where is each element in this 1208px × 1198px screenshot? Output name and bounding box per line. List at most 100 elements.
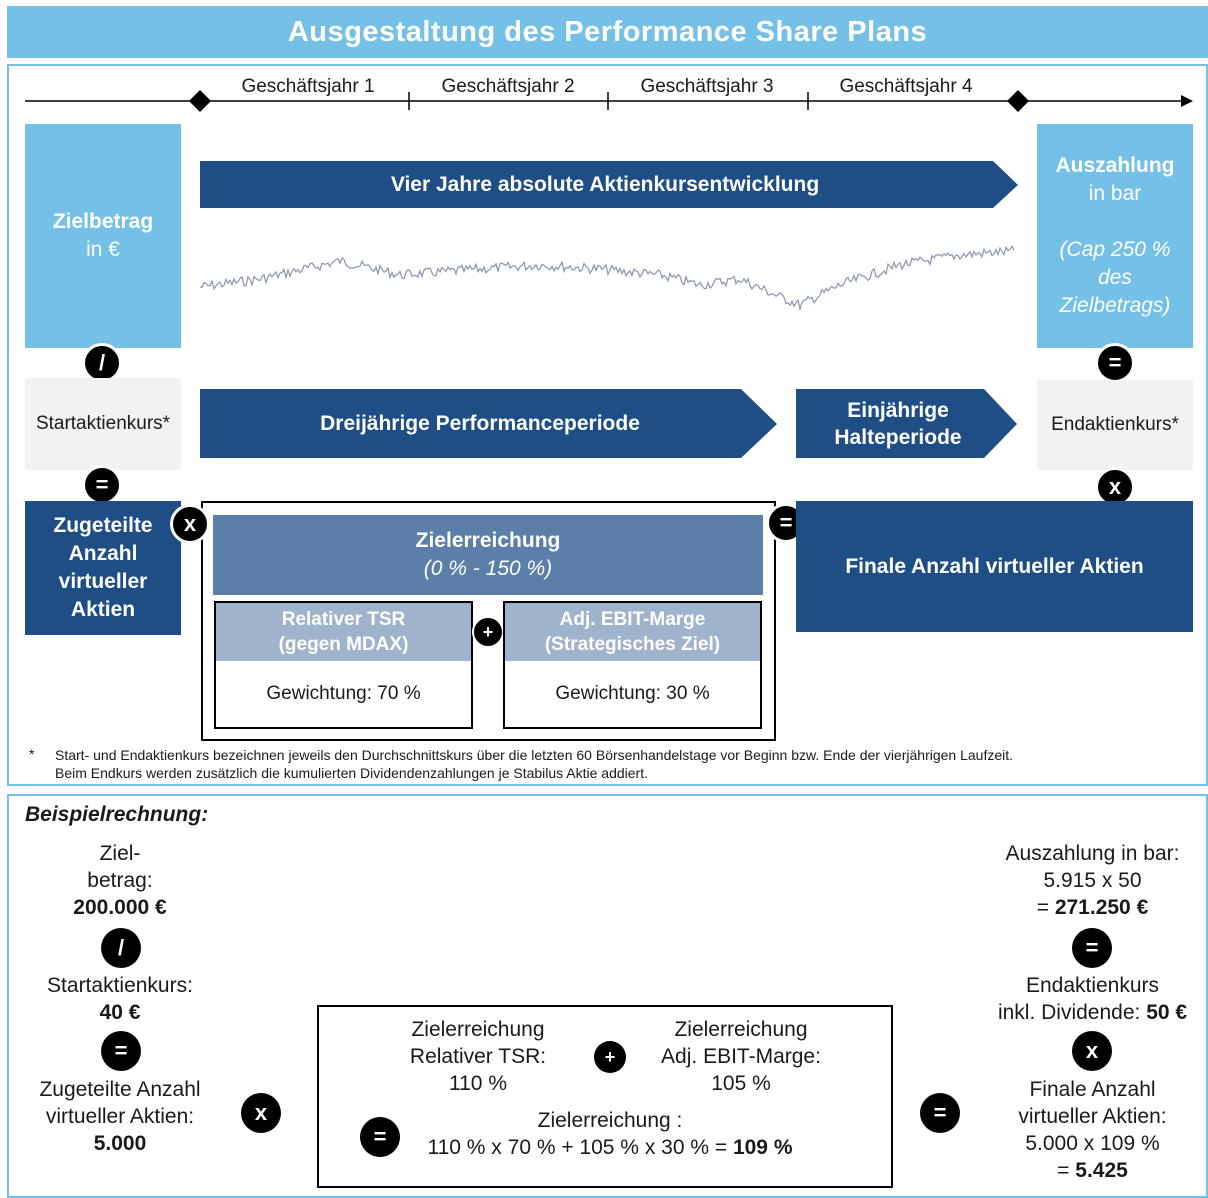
times-icon: x [170, 504, 210, 544]
example-ebit-line-1: Zielerreichung [674, 1018, 808, 1041]
example-auszahlung-result: = 271.250 € [980, 894, 1205, 921]
equals-icon: = [82, 465, 122, 505]
example-heading: Beispielrechnung: [25, 803, 209, 826]
cap-line-2: des [1098, 266, 1132, 289]
timeline [25, 90, 1193, 112]
page-title: Ausgestaltung des Performance Share Plan… [7, 6, 1208, 58]
example-zugeteilt-line-2: virtueller Aktien: [45, 1105, 195, 1128]
example-auszahlung: Auszahlung in bar: 5.915 x 50 = 271.250 … [980, 840, 1205, 921]
equals-icon: = [360, 1117, 400, 1157]
example-ziel-total: Zielerreichung : 110 % x 70 % + 105 % x … [400, 1107, 820, 1161]
year-1-label: Geschäftsjahr 1 [241, 76, 375, 97]
cap-line-3: Zielbetrags) [1059, 294, 1171, 317]
example-ziel-line-1: Ziel- [99, 842, 141, 865]
equals-icon: = [1095, 343, 1135, 383]
zugeteilte-line-2: Anzahl [68, 542, 138, 565]
example-endkurs-line-1: Endaktienkurs [1025, 974, 1160, 997]
example-start-label: Startaktienkurs: [47, 974, 193, 997]
equals-icon: = [101, 1031, 141, 1071]
year-4-label: Geschäftsjahr 4 [839, 76, 973, 97]
example-tsr-value: 110 % [449, 1072, 507, 1095]
halteperiode-shape [796, 389, 1017, 458]
example-auszahlung-prefix: = [1036, 896, 1055, 919]
ebit-header: Adj. EBIT-Marge (Strategisches Ziel) [505, 603, 760, 661]
example-auszahlung-line-2: 5.915 x 50 [1043, 869, 1142, 892]
aktienkurs-banner-text: Vier Jahre absolute Aktienkursentwicklun… [390, 172, 820, 196]
zugeteilte-line-3: virtueller [58, 570, 148, 593]
timeline-start-marker [189, 90, 211, 112]
aktienkurs-banner-shape [200, 161, 1018, 208]
finale-anzahl-box: Finale Anzahl virtueller Aktien [796, 501, 1193, 632]
example-ziel-line-2: betrag: [87, 869, 153, 892]
tsr-subtitle: (gegen MDAX) [278, 634, 409, 655]
times-icon: x [1072, 1031, 1112, 1071]
endaktienkurs-box: Endaktienkurs* [1037, 380, 1193, 470]
ebit-box: Adj. EBIT-Marge (Strategisches Ziel) Gew… [503, 601, 762, 729]
zugeteilte-anzahl-box: Zugeteilte Anzahl virtueller Aktien [25, 501, 181, 635]
zielbetrag-box: Zielbetrag in € [25, 124, 181, 348]
example-auszahlung-value: 271.250 € [1054, 896, 1149, 919]
auszahlung-label: Auszahlung [1055, 154, 1175, 177]
example-zugeteilt-value: 5.000 [93, 1132, 147, 1155]
year-2-label: Geschäftsjahr 2 [441, 76, 575, 97]
example-zugeteilt-line-1: Zugeteilte Anzahl [39, 1078, 201, 1101]
example-endkurs-line-2: inkl. Dividende: [997, 1001, 1147, 1024]
footnote-line-2: Beim Endkurs werden zusätzlich die kumul… [55, 765, 648, 781]
example-frame [7, 794, 1208, 1198]
plus-icon: + [594, 1041, 626, 1073]
auszahlung-box: Auszahlung in bar (Cap 250 % des Zielbet… [1037, 124, 1193, 348]
zielbetrag-unit: in € [86, 238, 120, 261]
halteperiode-line-1: Einjährige [847, 398, 949, 422]
example-start-value: 40 € [99, 1001, 141, 1024]
example-ziel-total-result: 109 % [732, 1136, 793, 1159]
zielbetrag-label: Zielbetrag [52, 210, 154, 233]
zielerreichung-frame [201, 501, 776, 741]
example-finale-line-3: 5.000 x 109 % [1025, 1132, 1160, 1155]
performanceperiode-shape [200, 389, 777, 458]
halteperiode-line-2: Halteperiode [834, 425, 962, 449]
example-ziel-total-formula: 110 % x 70 % + 105 % x 30 % = [427, 1136, 733, 1159]
example-tsr: Zielerreichung Relativer TSR: 110 % [368, 1016, 588, 1097]
example-finale-result: = 5.425 [980, 1157, 1205, 1184]
example-endkurs: Endaktienkurs inkl. Dividende: 50 € [980, 972, 1205, 1026]
tsr-title: Relativer TSR [281, 609, 406, 630]
example-ebit-value: 105 % [711, 1072, 771, 1095]
example-finale: Finale Anzahl virtueller Aktien: 5.000 x… [980, 1076, 1205, 1184]
example-finale-line-2: virtueller Aktien: [1018, 1105, 1167, 1128]
equals-icon: = [920, 1093, 960, 1133]
example-endkurs-value: 50 € [1146, 1001, 1188, 1024]
example-ziel-total-label: Zielerreichung : [537, 1109, 683, 1132]
stock-price-line [200, 244, 1015, 312]
cap-line-1: (Cap 250 % [1059, 238, 1171, 261]
equals-icon: = [1072, 928, 1112, 968]
timeline-arrow-head [1181, 95, 1193, 107]
tsr-box: Relativer TSR (gegen MDAX) Gewichtung: 7… [214, 601, 473, 729]
auszahlung-sub: in bar [1088, 182, 1142, 205]
example-finale-line-1: Finale Anzahl [1029, 1078, 1156, 1101]
footnote-star: * [29, 746, 35, 762]
example-finale-value: 5.425 [1075, 1159, 1128, 1182]
ebit-weight: Gewichtung: 30 % [555, 683, 710, 704]
example-zugeteilt: Zugeteilte Anzahl virtueller Aktien: 5.0… [10, 1076, 230, 1157]
times-icon: x [241, 1093, 281, 1133]
zielerreichung-range: (0 % - 150 %) [423, 557, 553, 580]
tsr-header: Relativer TSR (gegen MDAX) [216, 603, 471, 661]
zielerreichung-header: Zielerreichung (0 % - 150 %) [213, 515, 763, 595]
plan-overview-frame [7, 64, 1208, 786]
example-tsr-line-2: Relativer TSR: [409, 1045, 547, 1068]
example-auszahlung-line-1: Auszahlung in bar: [1005, 842, 1180, 865]
example-finale-prefix: = [1057, 1159, 1076, 1182]
example-startaktienkurs: Startaktienkurs: 40 € [20, 972, 220, 1026]
ebit-title: Adj. EBIT-Marge [559, 609, 706, 630]
example-ebit-line-2: Adj. EBIT-Marge: [661, 1045, 821, 1068]
zugeteilte-line-4: Aktien [70, 598, 136, 621]
example-ziel-total-formula-line: 110 % x 70 % + 105 % x 30 % = 109 % [400, 1134, 820, 1161]
ebit-subtitle: (Strategisches Ziel) [544, 634, 721, 655]
example-tsr-line-1: Zielerreichung [411, 1018, 545, 1041]
example-ziel-value: 200.000 € [73, 896, 167, 919]
divide-icon: / [101, 928, 141, 968]
timeline-end-marker [1007, 90, 1029, 112]
halteperiode-text: Einjährige Halteperiode [796, 389, 1000, 458]
example-ebit: Zielerreichung Adj. EBIT-Marge: 105 % [631, 1016, 851, 1097]
example-endkurs-line-2-row: inkl. Dividende: 50 € [980, 999, 1205, 1026]
